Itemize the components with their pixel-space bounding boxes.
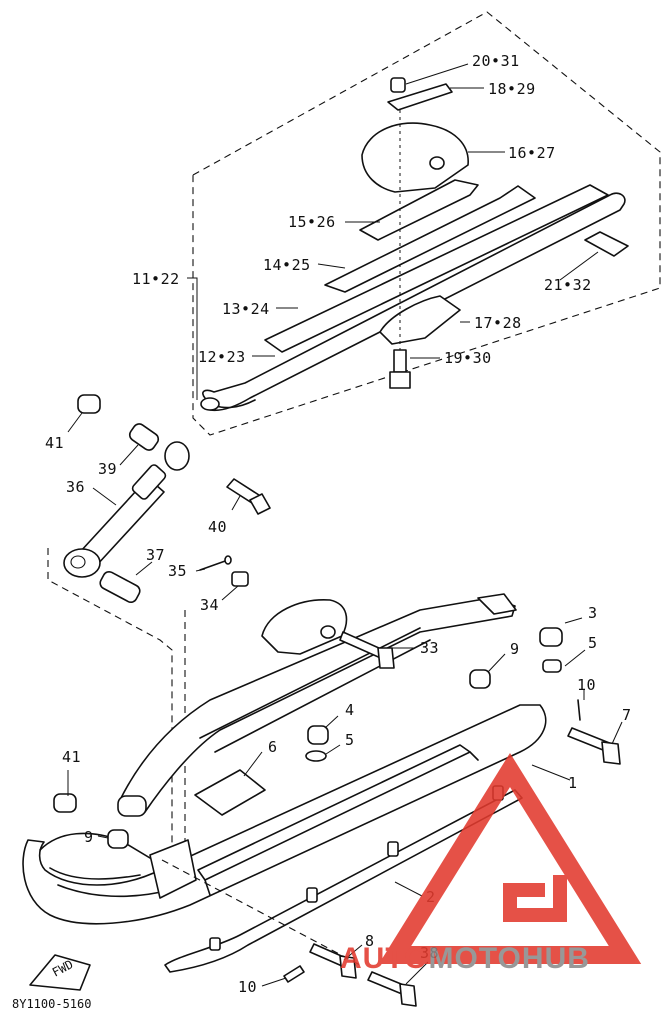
washer-5-upper (542, 659, 562, 673)
callout-7: 7 (622, 706, 632, 724)
watermark-text: AUTOMOTOHUB (340, 942, 590, 975)
collar-39 (128, 423, 160, 451)
cotter-pin-35 (199, 559, 229, 571)
callout-3: 3 (588, 604, 598, 622)
ski-mounted-spring (117, 593, 517, 817)
callout-19-30: 19•30 (444, 349, 492, 367)
callout-4: 4 (345, 701, 355, 719)
leaf-eye (200, 397, 220, 411)
callout-40: 40 (208, 518, 227, 536)
bolt-7 (567, 727, 621, 765)
nut-4 (307, 725, 329, 745)
callout-15-26: 15•26 (288, 213, 336, 231)
bracket-6 (194, 769, 266, 816)
clamp-18 (387, 83, 453, 111)
callout-13-24: 13•24 (222, 300, 270, 318)
pivot-bolt-axis (161, 859, 361, 966)
collar-37 (99, 570, 141, 604)
fwd-direction-marker: FWD (29, 954, 91, 991)
callout-16-27: 16•27 (508, 144, 556, 162)
cotter-pin-10-upper (577, 699, 581, 721)
bolt-33 (339, 631, 395, 669)
watermark-auto: AUTO (340, 942, 428, 975)
nut-20 (390, 77, 406, 93)
callout-21-32: 21•32 (544, 276, 592, 294)
watermark-triangle (378, 752, 642, 964)
bracket-17 (379, 295, 461, 345)
callout-14-25: 14•25 (263, 256, 311, 274)
callout-10-upper: 10 (577, 676, 596, 694)
callout-5-upper: 5 (588, 634, 598, 652)
ski-body-1 (22, 704, 547, 925)
callout-39: 39 (98, 460, 117, 478)
shock-absorber-36 (63, 441, 190, 578)
watermark-moto: MOTO (428, 942, 521, 975)
nut-9-lower (107, 829, 129, 849)
bolt-19 (389, 349, 411, 389)
washer-5-lower (305, 750, 327, 762)
callout-11-22: 11•22 (132, 270, 180, 288)
nut-41-lower (53, 793, 77, 813)
nut-41-upper (77, 394, 101, 414)
callout-8: 8 (365, 932, 375, 950)
callout-9-upper: 9 (510, 640, 520, 658)
bolt-40 (226, 478, 271, 515)
callout-1: 1 (568, 774, 578, 792)
callout-41-upper: 41 (45, 434, 64, 452)
callout-20-31: 20•31 (472, 52, 520, 70)
drawing-code: 8Y1100-5160 (12, 997, 91, 1011)
callout-35: 35 (168, 562, 187, 580)
callout-labels: 20•31 18•29 16•27 15•26 14•25 11•22 21•3… (45, 52, 632, 996)
callout-17-28: 17•28 (474, 314, 522, 332)
leaf-spring-group-boundary (192, 11, 661, 436)
nut-9-upper (469, 669, 491, 689)
nut-3 (539, 627, 563, 647)
spring-seat-hole (429, 156, 445, 170)
callout-9-lower: 9 (84, 828, 94, 846)
leaf-13 (264, 184, 609, 353)
callout-18-29: 18•29 (488, 80, 536, 98)
callout-34: 34 (200, 596, 219, 614)
callout-41-lower: 41 (62, 748, 81, 766)
cotter-pin-10-lower (283, 965, 305, 983)
watermark-hub: HUB (522, 942, 590, 975)
leaf-14 (324, 185, 536, 293)
leaf-spring-assembly (200, 77, 629, 412)
watermark-inner-mark (503, 875, 567, 922)
callout-10-lower: 10 (238, 978, 257, 996)
automotohub-watermark: AUTOMOTOHUB (340, 752, 642, 975)
shock-mount-guide-lower (47, 548, 173, 860)
callout-12-23: 12•23 (198, 348, 246, 366)
callout-37: 37 (146, 546, 165, 564)
bolt-38 (367, 971, 417, 1007)
callout-33: 33 (420, 639, 439, 657)
callout-6: 6 (268, 738, 278, 756)
leaf-15 (359, 179, 479, 241)
callout-5-lower: 5 (345, 731, 355, 749)
leader-lines (67, 63, 623, 987)
spring-seat-16 (361, 122, 469, 193)
nut-34 (231, 571, 249, 587)
callout-36: 36 (66, 478, 85, 496)
collar-21 (584, 231, 629, 257)
